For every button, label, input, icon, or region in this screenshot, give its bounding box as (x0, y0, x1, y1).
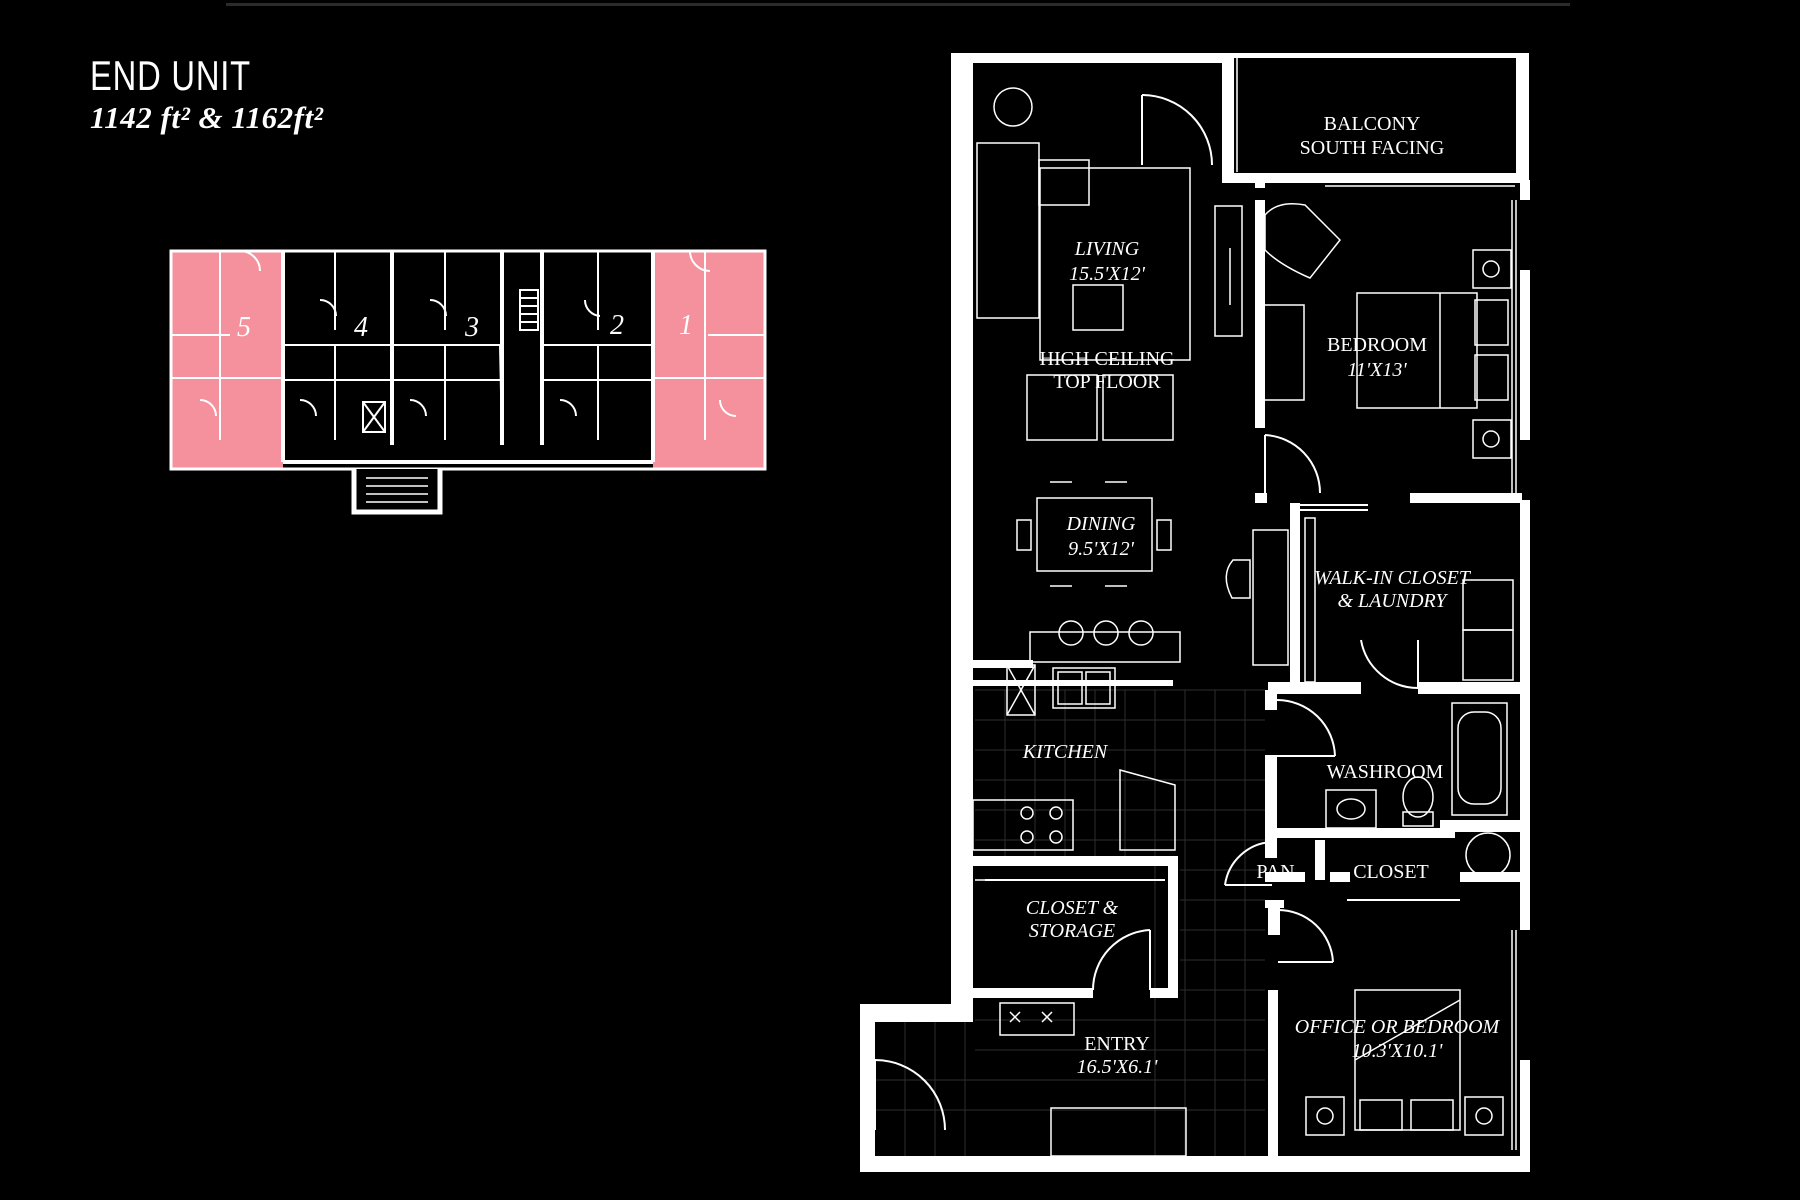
pantry-label: PAN. (1256, 861, 1299, 883)
walkin-closet-subtitle: & LAUNDRY (1337, 590, 1448, 612)
key-plan: 5 4 3 2 1 (169, 249, 767, 515)
storage-subtitle: STORAGE (1029, 920, 1115, 942)
bedroom-label: BEDROOM (1327, 334, 1427, 356)
room-labels: BALCONY SOUTH FACING LIVING 15.5'X12' HI… (1022, 113, 1501, 1078)
top-rule (226, 3, 1570, 6)
storage-label: CLOSET & (1026, 897, 1119, 919)
exterior-walls (860, 53, 1530, 1172)
bedroom-dimensions: 11'X13' (1347, 359, 1407, 381)
balcony-label: BALCONY (1324, 113, 1421, 135)
furniture (972, 87, 1514, 1157)
living-dimensions: 15.5'X12' (1069, 263, 1145, 285)
balcony-subtitle: SOUTH FACING (1300, 137, 1445, 159)
floor-plan: BALCONY SOUTH FACING LIVING 15.5'X12' HI… (860, 53, 1532, 1172)
key-plan-unit-4: 4 (354, 312, 368, 343)
ceiling-note-line2: TOP FLOOR (1053, 371, 1161, 393)
living-label: LIVING (1074, 238, 1140, 260)
entry-label: ENTRY (1084, 1033, 1150, 1055)
closet-label: CLOSET (1353, 861, 1429, 883)
dining-dimensions: 9.5'X12' (1068, 538, 1134, 560)
office-label: OFFICE OR BEDROOM (1295, 1016, 1501, 1038)
key-plan-unit-1: 1 (679, 310, 693, 341)
floor-tile-grid (875, 689, 1265, 1160)
key-plan-unit-3: 3 (464, 312, 479, 343)
ceiling-note-line1: HIGH CEILING (1040, 348, 1175, 370)
key-plan-unit-2: 2 (610, 310, 624, 341)
key-plan-unit-1-highlight (653, 251, 765, 469)
entry-dimensions: 16.5'X6.1' (1077, 1056, 1158, 1078)
office-dimensions: 10.3'X10.1' (1352, 1040, 1443, 1062)
kitchen-label: KITCHEN (1022, 741, 1109, 763)
dining-label: DINING (1066, 513, 1136, 535)
unit-area: 1142 ft² & 1162ft² (90, 100, 324, 135)
walkin-closet-label: WALK-IN CLOSET (1314, 567, 1472, 589)
key-plan-unit-5: 5 (237, 312, 251, 343)
washroom-label: WASHROOM (1327, 761, 1444, 783)
unit-title: END UNIT (90, 52, 251, 99)
key-plan-unit-5-highlight (171, 251, 283, 469)
